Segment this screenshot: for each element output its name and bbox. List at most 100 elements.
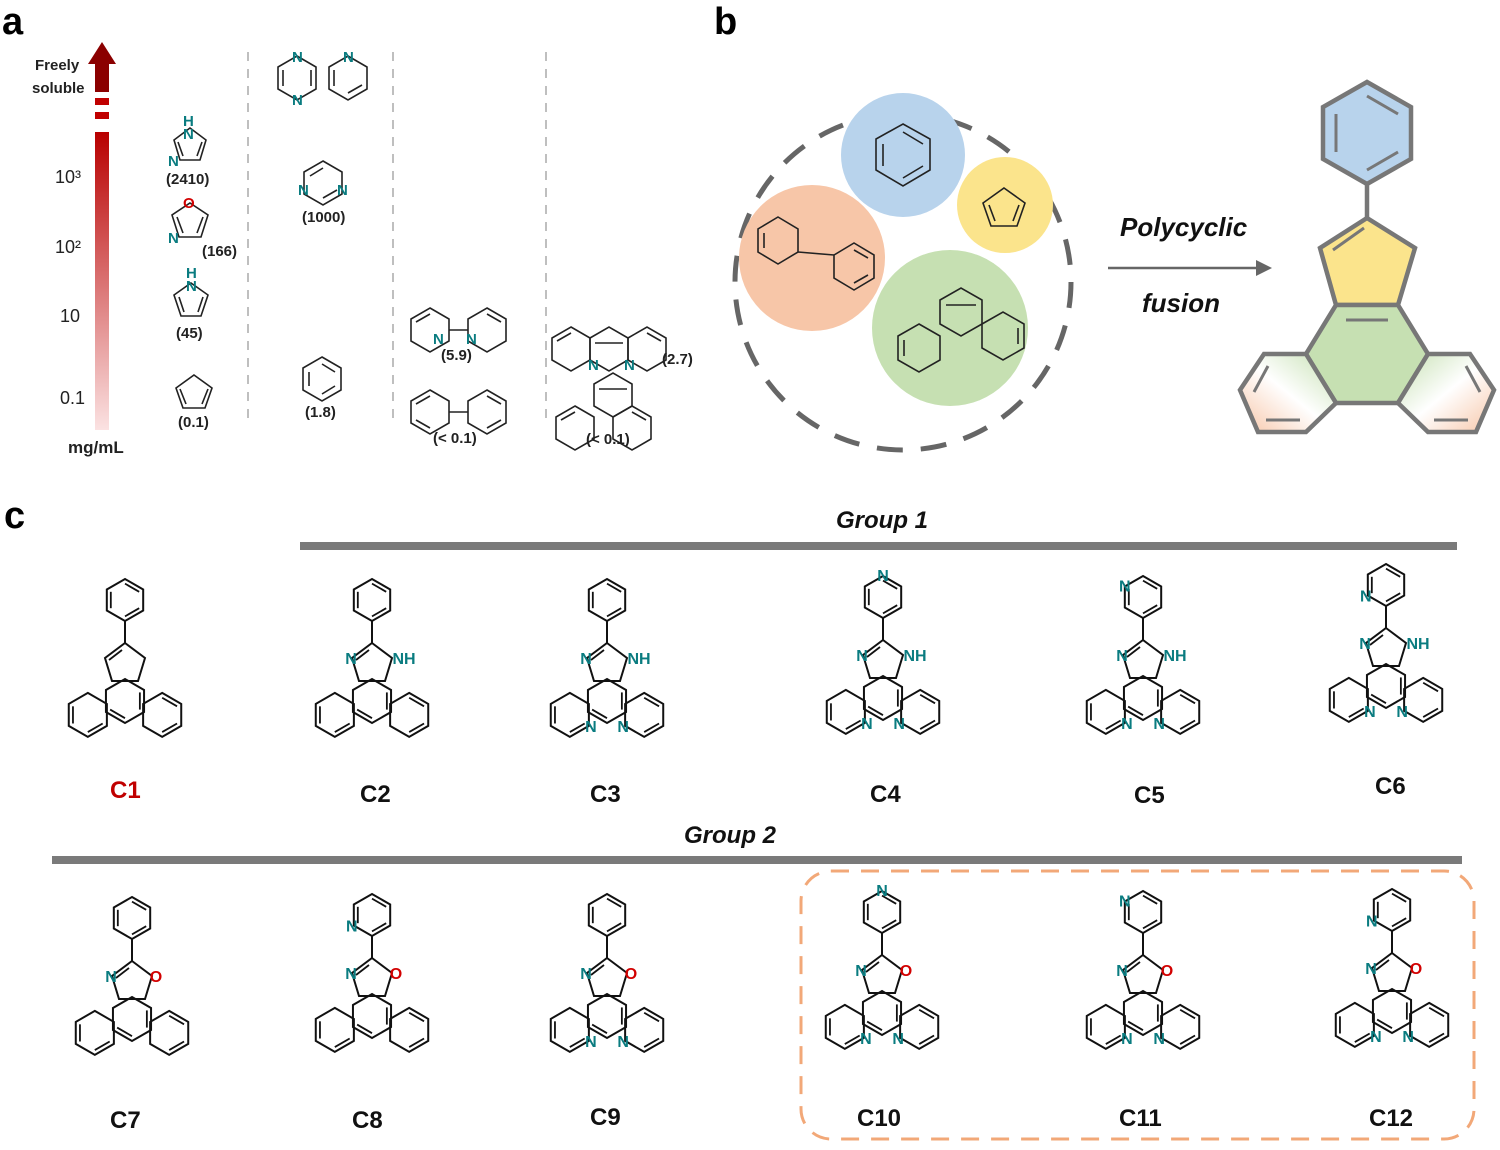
phenanthroline-n: N [1396,704,1408,721]
phenanthroline-n: N [860,1031,872,1048]
oxazole-n: N [580,966,592,983]
svg-text:N: N [298,182,309,199]
oxazole-o: O [150,969,162,986]
svg-text:N: N [168,230,179,247]
oxazole-n: N [1365,961,1377,978]
polycyclic-label: Polycyclic [1120,212,1248,242]
imidazole-nh: NH [627,651,650,668]
oxazole-o: O [1161,963,1173,980]
axis-tick-10: 10 [60,306,80,326]
axis-tick-100: 10² [55,237,81,257]
phenanthroline-n: N [617,719,629,736]
phenanthroline-n: N [1364,704,1376,721]
compound-label-c11: C11 [1119,1105,1162,1132]
imidazole-n: N [1359,636,1371,653]
phenanthroline-value: (2.7) [662,351,693,368]
structure-c10: N N O N N [824,883,940,1051]
compound-label-c6: C6 [1375,773,1406,800]
structure-c6: N N NH N N [1328,562,1444,724]
structure-c1 [67,577,183,739]
svg-text:N: N [433,331,444,348]
oxazole-o: O [900,963,912,980]
group1-bar [300,542,1457,550]
fusion-label: fusion [1142,288,1220,318]
imidazole-n: N [345,651,357,668]
highlight-box [799,869,1476,1141]
phenanthrene-value: (< 0.1) [586,431,630,448]
svg-text:N: N [292,92,303,109]
biphenyl-structure [410,389,507,435]
phenanthroline-n: N [585,719,597,736]
pyridyl-n: N [876,883,888,900]
panel-label-a: a [2,1,24,43]
compound-label-c10: C10 [857,1105,901,1132]
imidazole-value: (2410) [166,171,209,188]
pyrrole-value: (45) [176,325,203,342]
phenanthroline-n: N [617,1034,629,1051]
column-dividers [247,52,547,420]
compound-label-c12: C12 [1369,1105,1413,1132]
phenanthroline-structure [551,326,667,372]
compound-label-c4: C4 [870,781,901,808]
structure-c2: N NH [314,577,430,739]
svg-text:N: N [183,126,194,143]
oxazole-structure [171,202,209,238]
group2-bar [52,856,1462,864]
phenanthroline-n: N [893,716,905,733]
imidazole-structure [173,127,207,161]
svg-text:O: O [183,195,195,212]
solubility-arrow [88,42,116,430]
phenanthroline-n: N [861,716,873,733]
oxazole-o: O [390,966,402,983]
benzene-value: (1.8) [305,404,336,421]
compound-label-c5: C5 [1134,782,1165,809]
pyridyl-n: N [1366,914,1378,931]
svg-text:N: N [343,49,354,66]
compound-label-c7: C7 [110,1107,141,1134]
phenanthroline-n: N [585,1034,597,1051]
structure-c12: N N O N N [1334,887,1450,1049]
imidazole-nh: NH [392,651,415,668]
pyridine-structure [328,55,368,101]
pyridyl-n: N [1360,589,1372,606]
phenanthroline-n: N [1402,1029,1414,1046]
cyclopentadiene-structure [175,374,213,409]
oxazole-n: N [855,963,867,980]
pyridyl-n: N [1119,894,1131,911]
axis-tick-0-1: 0.1 [60,388,85,408]
phenanthroline-n: N [892,1031,904,1048]
phenanthroline-n: N [1121,716,1133,733]
benzene-fragment [875,123,931,187]
bipyridine-value: (5.9) [441,347,472,364]
phenanthroline-n: N [1153,716,1165,733]
oxazole-n: N [1116,963,1128,980]
oxazole-o: O [1410,961,1422,978]
svg-text:N: N [168,153,179,170]
phenanthroline-n: N [1121,1031,1133,1048]
imidazole-nh: NH [903,648,926,665]
fragment-pool [732,93,1074,453]
imidazole-nh: NH [1406,636,1429,653]
phenanthroline-n: N [1370,1029,1382,1046]
axis-tick-1000: 10³ [55,167,81,187]
compound-label-c3: C3 [590,781,621,808]
structure-c9: N O N N [549,892,665,1054]
imidazole-nh: H [183,113,194,130]
pyridyl-n: N [1119,579,1131,596]
compound-label-c2: C2 [360,781,391,808]
compound-label-c8: C8 [352,1107,383,1134]
group2-label: Group 2 [684,822,777,849]
phenanthrene-structure [555,372,652,451]
cyclopentadiene-value: (0.1) [178,414,209,431]
svg-text:N: N [292,49,303,66]
oxazole-o: O [625,966,637,983]
fusion-arrow [1108,260,1272,276]
imidazole-n: N [856,648,868,665]
fused-product-structure [1237,79,1497,435]
panel-label-c: c [4,495,25,537]
cyclopentadiene-fragment [982,187,1026,227]
